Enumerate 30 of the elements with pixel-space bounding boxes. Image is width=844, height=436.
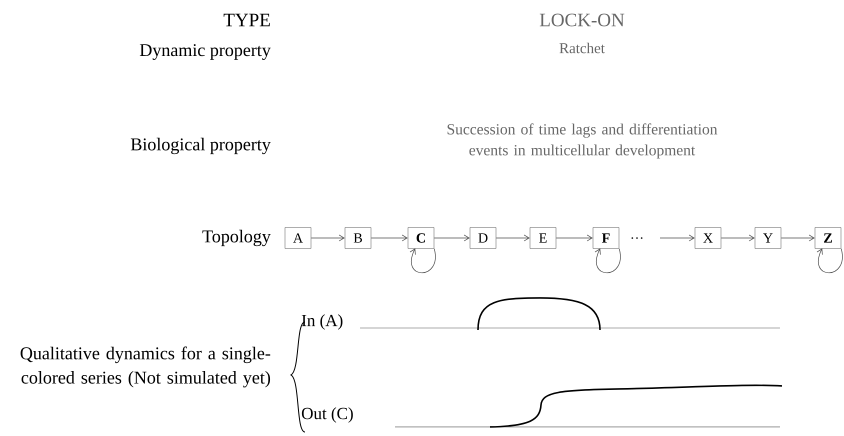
row-heading: Biological property xyxy=(130,138,271,154)
arrow xyxy=(780,234,815,242)
node-box: Z xyxy=(814,227,842,249)
arrow xyxy=(556,234,593,242)
node-box: E xyxy=(530,227,556,249)
node-box: F xyxy=(592,227,620,249)
arrow xyxy=(660,234,695,242)
row-heading: Dynamic property xyxy=(140,44,271,60)
self-loop-arrow xyxy=(594,248,621,274)
row-heading: Qualitative dynamics for a single-colored series (Not simulated yet) xyxy=(20,346,270,388)
type-value: LOCK-ON xyxy=(540,14,624,26)
arrow xyxy=(310,234,345,242)
arrow xyxy=(720,234,755,242)
property-value: Ratchet xyxy=(560,42,605,54)
node-box: X xyxy=(694,227,722,249)
node-box: Y xyxy=(754,227,782,249)
node-box: B xyxy=(344,227,372,249)
arrow xyxy=(370,234,408,242)
property-value: Succession of time lags and differentiation events in multicellular development xyxy=(448,123,718,159)
node-box: C xyxy=(408,227,434,249)
row-heading: TYPE xyxy=(224,14,270,26)
series-label: In (A) xyxy=(302,314,342,330)
row-heading: Topology xyxy=(202,230,271,246)
node-box: D xyxy=(470,227,496,249)
node-box: A xyxy=(284,227,312,249)
self-loop-arrow xyxy=(410,248,436,274)
self-loop-arrow xyxy=(816,248,843,274)
series-label: Out (C) xyxy=(302,407,353,423)
arrow xyxy=(434,234,470,242)
arrow xyxy=(496,234,530,242)
